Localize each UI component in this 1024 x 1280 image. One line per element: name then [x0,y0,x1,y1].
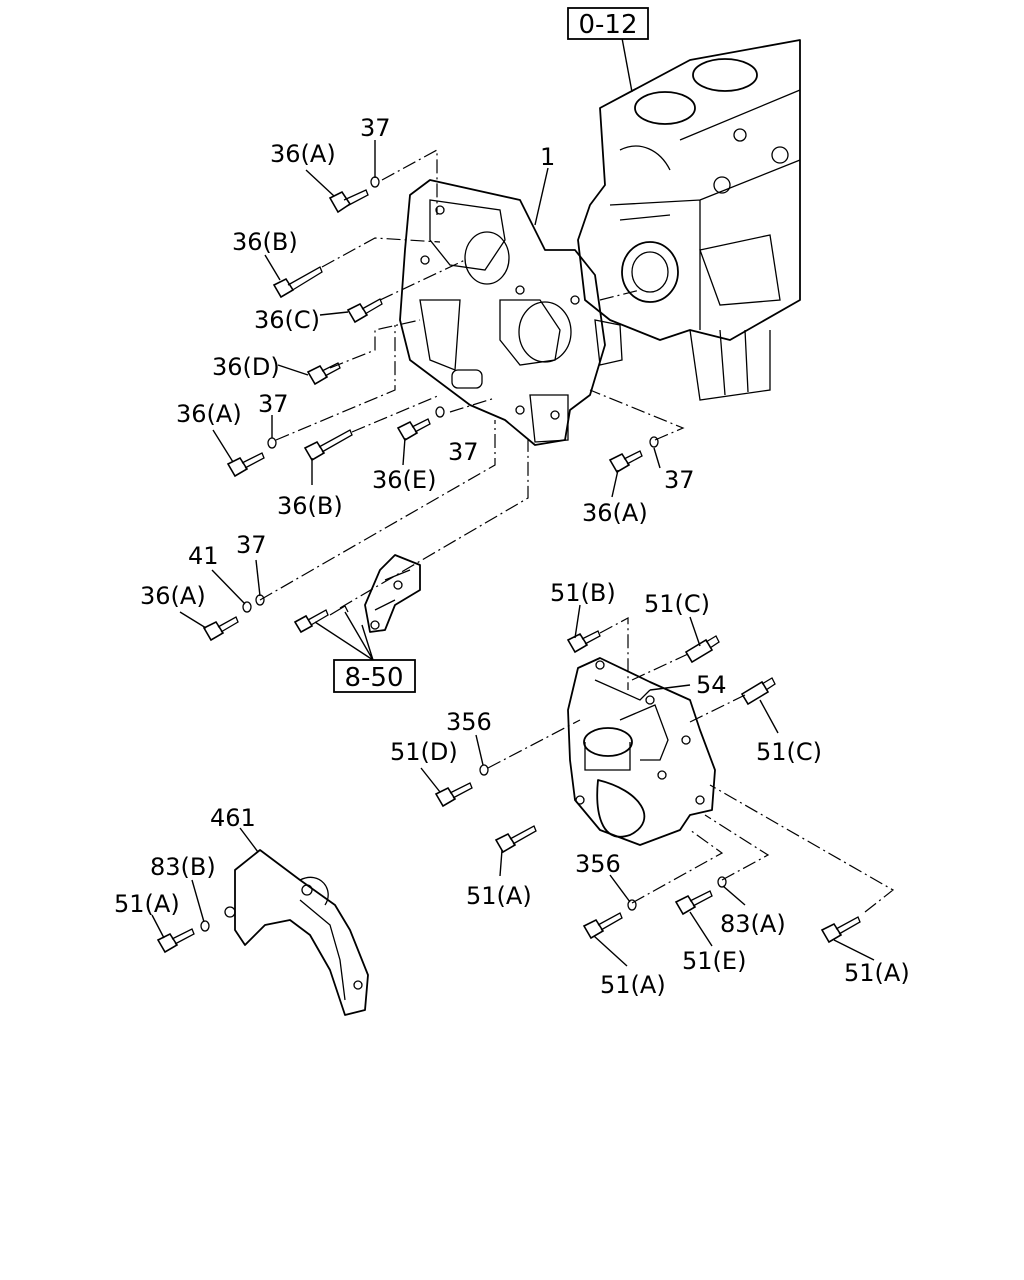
callout-356: 356 [446,708,492,736]
bolt-51d [434,782,473,808]
engine-ref-label: 0-12 [578,10,637,40]
washer-37-1 [370,176,380,188]
chain-line [709,784,895,913]
callout-37: 37 [664,466,695,494]
callout-51b: 51(B) [550,579,616,607]
chain-line [631,653,689,681]
bolt-36c [346,298,383,324]
callout-51d: 51(D) [390,738,458,766]
stud-51c-1 [684,635,720,664]
guard-hole [224,906,236,918]
callout-37: 37 [448,438,479,466]
chain-line [449,397,496,413]
front-plate [399,179,623,446]
engine-ref-leader [621,37,633,93]
bolt-51e [674,890,713,916]
callout-51e: 51(E) [682,947,746,975]
chain-line [704,814,770,881]
chain-line [329,319,421,369]
bracket-ref-label: 8-50 [344,663,403,693]
callout-36a: 36(A) [582,499,648,527]
chain-line [631,829,724,904]
callout-36d: 36(D) [212,353,280,381]
washer-356-1 [479,764,489,776]
chain-line [339,440,529,609]
washer-83b [200,920,210,932]
chain-line [589,389,685,441]
chain-line [599,289,641,301]
callout-36c: 36(C) [254,306,320,334]
bolt-51a-4 [820,916,861,944]
bolt-36a-1 [328,189,369,214]
callout-51a: 51(A) [466,882,532,910]
bracket-ref-box [333,659,416,693]
bolt-36b-1 [272,266,323,299]
callout-36a: 36(A) [140,582,206,610]
engine-ref-box [567,7,649,40]
bolt-36a-3 [608,450,643,474]
callout-36a: 36(A) [176,400,242,428]
front-plate-leader [534,167,549,226]
callout-1: 1 [540,143,555,171]
engine-block [577,39,801,401]
bolt-36a-2 [226,452,265,478]
callout-51a: 51(A) [844,959,910,987]
bolt-51a-1 [156,928,195,954]
chain-line [259,420,496,601]
chain-line [487,719,581,769]
bolt-51a-2 [494,825,537,854]
washer-37-3 [435,406,445,418]
callout-36e: 36(E) [372,466,436,494]
washer-37-2 [267,437,277,449]
bolt-36e [396,418,431,442]
callout-41: 41 [188,542,219,570]
leader-lines [151,140,875,967]
callout-83b: 83(B) [150,853,216,881]
bracket-ref-leaders [314,611,374,661]
callout-51a: 51(A) [114,890,180,918]
guard-461 [234,849,369,1016]
callout-36a: 36(A) [270,140,336,168]
callout-36b: 36(B) [232,228,298,256]
chain-line [599,616,629,690]
chain-line [381,148,438,215]
callout-37: 37 [360,114,391,142]
callout-54: 54 [696,671,727,699]
chain-line [275,325,396,441]
washer-83a [717,876,727,888]
bolt-51b [566,630,601,654]
washer-41 [242,601,252,613]
callout-51a: 51(A) [600,971,666,999]
bracket-8-50 [364,554,421,633]
chain-line [351,394,441,433]
bolt-36a-4 [202,616,239,642]
callout-51c: 51(C) [644,590,710,618]
chain-line [321,237,441,268]
timing-cover [567,657,716,846]
callout-461: 461 [210,804,256,832]
bolt-36b-2 [303,429,353,462]
bolt-51a-3 [582,912,623,940]
callout-37: 37 [236,531,267,559]
callout-36b: 36(B) [277,492,343,520]
bolt-36d [306,362,341,386]
callout-37: 37 [258,390,289,418]
stud-51c-2 [740,677,776,706]
callout-356: 356 [575,850,621,878]
washer-37-4 [649,436,659,448]
callout-51c: 51(C) [756,738,822,766]
chain-line [379,259,466,301]
clip-8-50 [329,605,349,616]
washer-356-2 [627,899,637,911]
bolt-8-50 [293,609,329,634]
chain-line [689,694,746,723]
callout-83a: 83(A) [720,910,786,938]
